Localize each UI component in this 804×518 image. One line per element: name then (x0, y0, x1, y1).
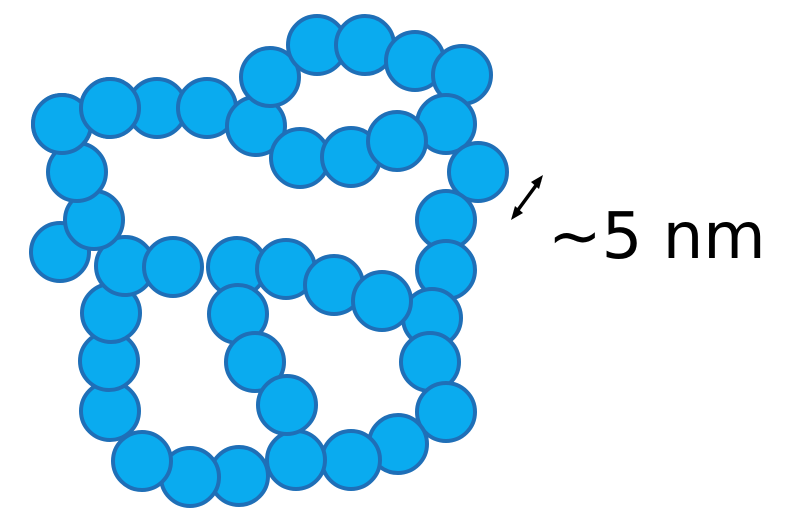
bead (144, 238, 202, 296)
bead (258, 376, 316, 434)
bead (368, 112, 426, 170)
bead (353, 272, 411, 330)
bead (113, 432, 171, 490)
scale-label: ~5 nm (548, 205, 766, 269)
bead (322, 431, 380, 489)
bead (81, 79, 139, 137)
double-headed-arrow-icon (511, 175, 543, 220)
bead (267, 431, 325, 489)
polymer-bead-chain (31, 16, 507, 506)
